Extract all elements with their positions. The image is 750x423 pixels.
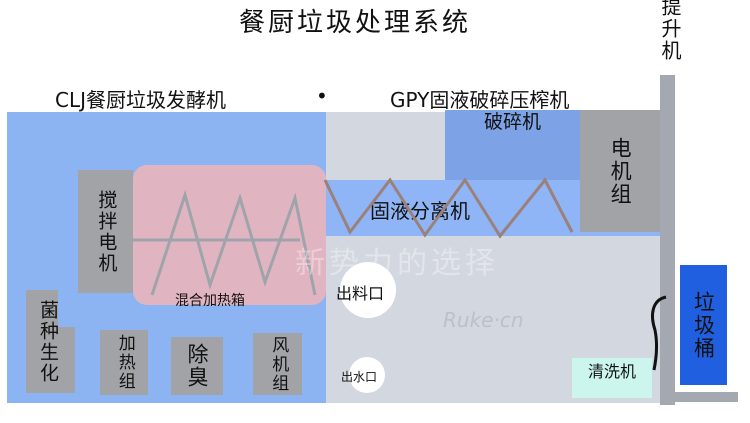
water-outlet-label: 出水口	[341, 370, 378, 384]
crusher: 破碎机	[445, 110, 580, 180]
fan-group: 风机组	[253, 333, 302, 395]
stir-motor: 搅拌电机	[78, 170, 133, 293]
separator-screw	[323, 177, 574, 239]
motor-group-label: 电机组	[608, 136, 633, 206]
lift-label: 提升机	[658, 0, 682, 62]
mixing-box	[133, 165, 326, 305]
separator-dot: •	[316, 84, 328, 108]
garbage-bin-label: 垃圾桶	[691, 290, 716, 360]
mixing-box-label: 混合加热箱	[175, 293, 245, 309]
motor-group: 电机组	[580, 110, 660, 232]
material-outlet-label: 出料口	[336, 284, 385, 303]
bacteria-label: 菌种生化	[37, 299, 59, 384]
watermark-slogan: 新势力的选择	[295, 246, 499, 281]
washer: 清洗机	[572, 358, 652, 398]
mixer-blade	[150, 189, 317, 296]
heater-group: 加热组	[100, 330, 148, 395]
water-outlet-circle	[349, 357, 385, 393]
heater-label: 加热组	[114, 334, 135, 391]
diagram-title: 餐厨垃圾处理系统	[238, 8, 471, 38]
watermark-brand: Ruke·cn	[443, 308, 524, 332]
stir-motor-label: 搅拌电机	[95, 189, 118, 274]
right-machine-title: GPY固液破碎压榨机	[390, 88, 570, 112]
washer-label: 清洗机	[587, 362, 636, 381]
lift-pole	[660, 75, 675, 405]
deodorizer-label: 除臭	[185, 343, 209, 389]
lift-base	[675, 392, 738, 402]
lift-hook	[651, 295, 667, 371]
fan-label: 风机组	[268, 335, 289, 393]
deodorizer: 除臭	[171, 337, 223, 395]
garbage-bin: 垃圾桶	[680, 265, 727, 385]
crusher-label: 破碎机	[483, 111, 541, 133]
material-outlet-circle	[340, 262, 396, 318]
left-machine-title: CLJ餐厨垃圾发酵机	[55, 88, 227, 112]
bacteria-unit: 菌种生化	[26, 290, 59, 393]
